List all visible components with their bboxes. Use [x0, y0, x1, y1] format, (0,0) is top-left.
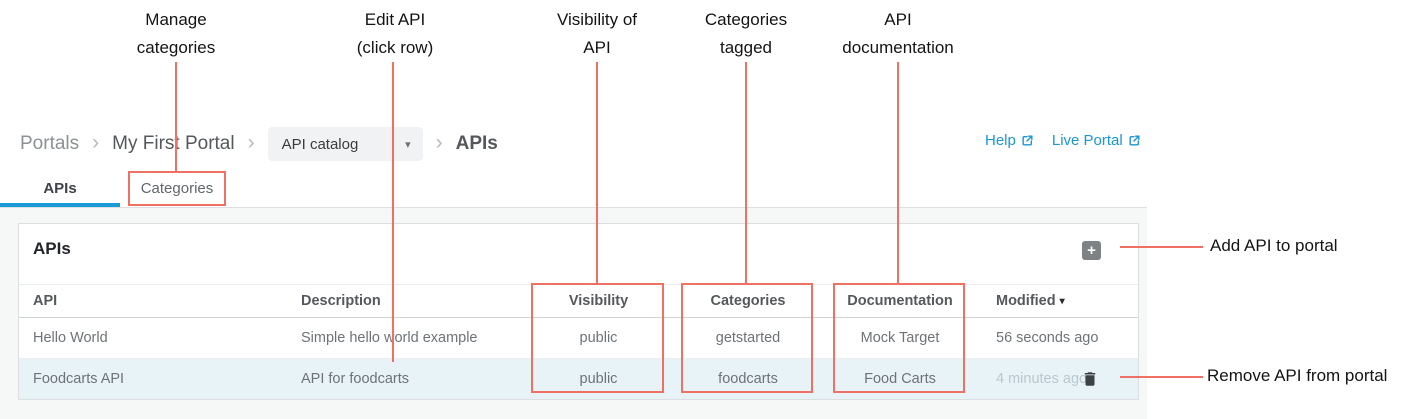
chevron-right-icon: › — [92, 131, 100, 154]
sort-desc-icon: ▾ — [1059, 296, 1065, 307]
cell-categories: foodcarts — [718, 371, 778, 387]
plus-icon: + — [1087, 242, 1096, 259]
dropdown-selected-value: API catalog — [281, 135, 359, 153]
tab-apis[interactable]: APIs — [43, 180, 77, 197]
column-header-documentation: Documentation — [847, 293, 953, 309]
breadcrumb-portal-name[interactable]: My First Portal — [112, 133, 235, 154]
help-link[interactable]: Help — [985, 132, 1034, 149]
annotation-remove-api: Remove API from portal — [1207, 366, 1388, 385]
callout-line-categories — [745, 62, 747, 283]
cell-categories: getstarted — [715, 330, 781, 346]
cell-documentation: Mock Target — [860, 330, 940, 346]
cell-api: Hello World — [33, 330, 108, 346]
cell-modified: 4 minutes ago — [996, 371, 1088, 387]
tab-categories[interactable]: Categories — [140, 180, 214, 197]
cell-documentation: Food Carts — [864, 371, 936, 387]
column-header-description: Description — [301, 293, 381, 309]
dropdown-caret-icon: ▾ — [405, 138, 411, 151]
panel-title: APIs — [33, 239, 71, 258]
cell-description: Simple hello world example — [301, 330, 478, 346]
chevron-right-icon: › — [247, 131, 255, 154]
cell-description: API for foodcarts — [301, 371, 409, 387]
external-link-icon — [1128, 134, 1141, 147]
cell-visibility: public — [579, 371, 618, 387]
annotation-add-api: Add API to portal — [1210, 236, 1338, 255]
breadcrumb-portals[interactable]: Portals — [20, 133, 80, 154]
table-row-hello-world[interactable]: Hello World Simple hello world example p… — [19, 318, 1138, 359]
callout-line-edit-api — [392, 62, 394, 362]
page-type-dropdown[interactable]: API catalog ▾ — [267, 127, 423, 161]
table-row-foodcarts[interactable]: Foodcarts API API for foodcarts public f… — [19, 359, 1138, 399]
active-tab-underline — [0, 203, 120, 207]
live-portal-link-label: Live Portal — [1051, 132, 1123, 149]
column-header-modified[interactable]: Modified▾ — [996, 293, 1065, 309]
callout-line-add-api — [1120, 246, 1203, 248]
table-header-row: API Description Visibility Categories Do… — [19, 284, 1138, 318]
trash-icon — [1081, 372, 1099, 391]
cell-api: Foodcarts API — [33, 371, 125, 387]
callout-line-visibility — [596, 62, 598, 283]
header-links: Help Live Portal — [985, 132, 1141, 149]
column-header-visibility: Visibility — [568, 293, 629, 309]
column-header-api: API — [33, 293, 58, 309]
chevron-right-icon: › — [435, 131, 443, 154]
callout-line-documentation — [897, 62, 899, 283]
add-api-button[interactable]: + — [1082, 241, 1101, 260]
cell-modified: 56 seconds ago — [996, 330, 1099, 346]
cell-visibility: public — [579, 330, 618, 346]
help-link-label: Help — [985, 132, 1016, 149]
column-header-categories: Categories — [710, 293, 786, 309]
live-portal-link[interactable]: Live Portal — [1052, 132, 1141, 149]
annotation-edit-api: Edit API(click row) — [356, 10, 434, 57]
external-link-icon — [1021, 134, 1034, 147]
breadcrumb-current-apis: APIs — [455, 133, 498, 154]
callout-line-manage-categories — [175, 62, 177, 171]
callout-line-remove-api — [1120, 376, 1203, 378]
tabbar-divider — [0, 207, 1147, 208]
breadcrumb: Portals › My First Portal › API catalog … — [20, 125, 498, 163]
apis-panel: APIs + API Description Visibility Catego… — [18, 223, 1139, 400]
delete-api-button[interactable] — [1081, 370, 1099, 388]
